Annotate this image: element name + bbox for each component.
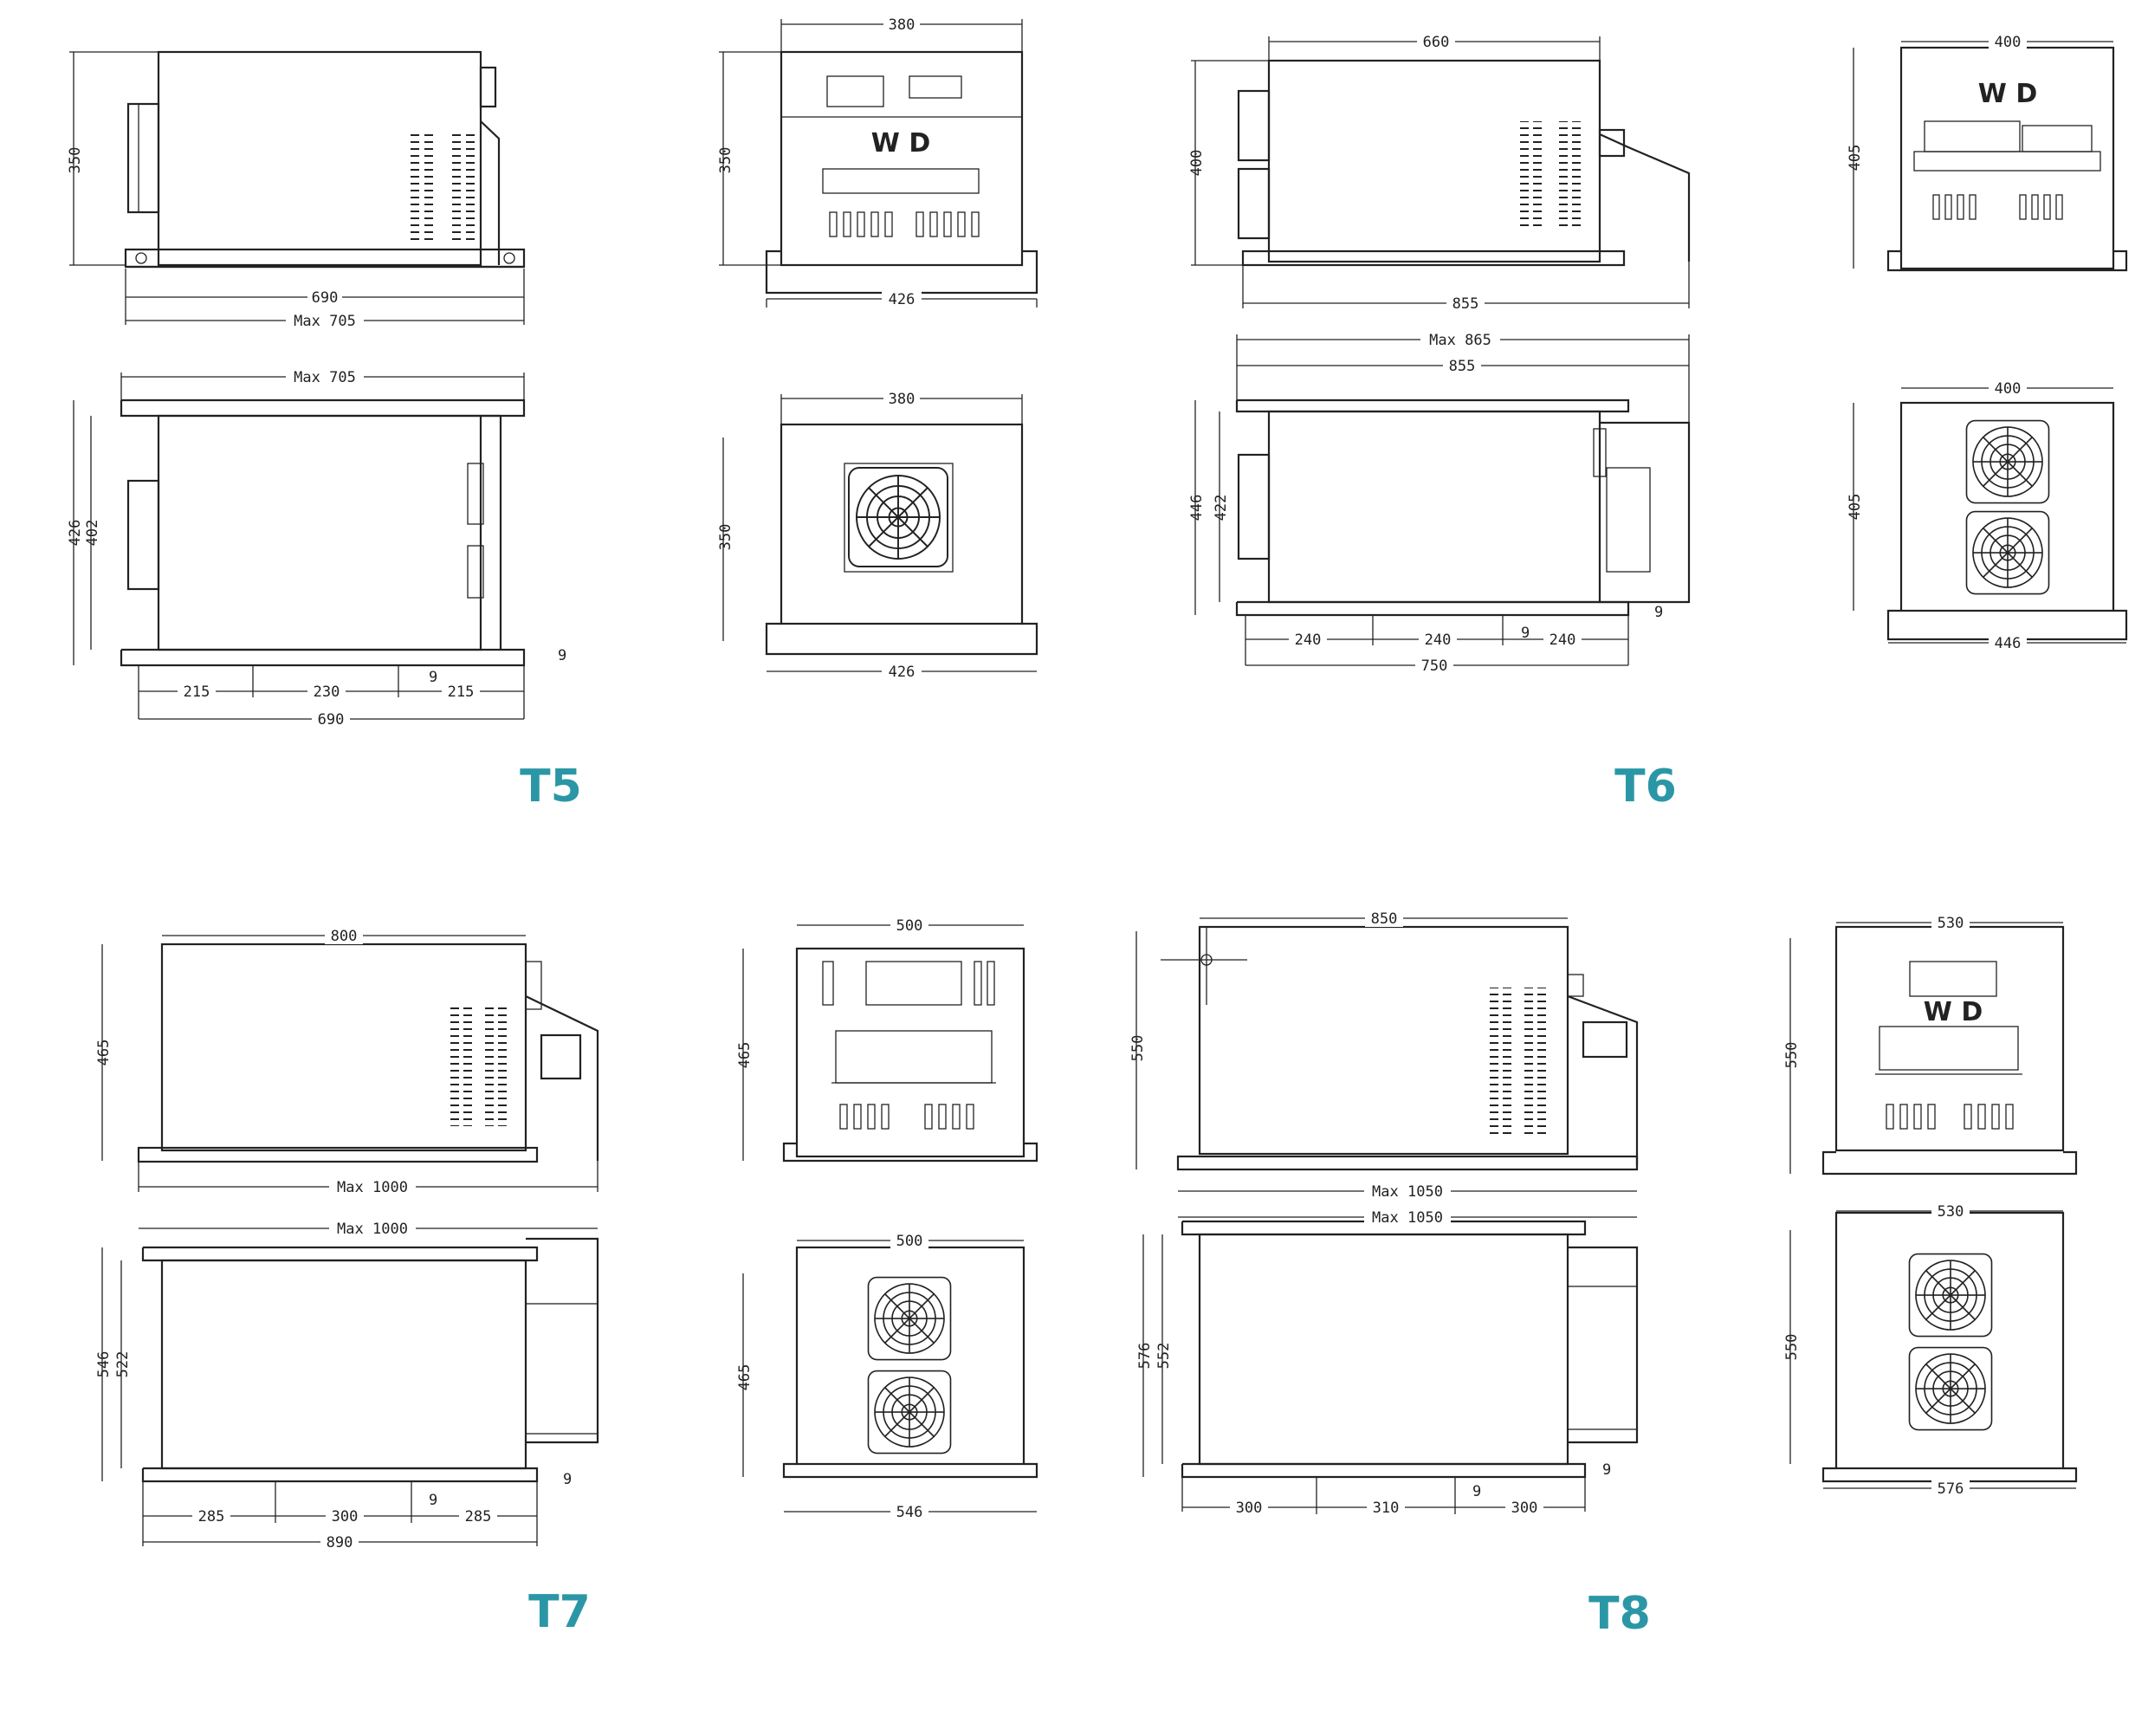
t5-top-hole: 9 (429, 669, 437, 686)
t6-top-base: 750 (1421, 657, 1448, 675)
t7-rear-base-width: 546 (896, 1504, 923, 1521)
t7-top-view: Max 1000 546 522 285 300 285 9 9 890 (95, 1220, 599, 1551)
t6-rear-base-width: 446 (1995, 635, 2022, 652)
t7-top-outer-height: 546 (95, 1351, 113, 1378)
t7-front-view: 500 465 (736, 917, 1038, 1163)
t6-front-view: W D 400 405 (1847, 33, 2128, 272)
t7-top-foot: 9 (563, 1471, 572, 1488)
t7-top-inner-height: 522 (114, 1351, 132, 1378)
t8-rear-base-width: 576 (1938, 1480, 1964, 1498)
t5-top-foot: 9 (558, 647, 566, 664)
t5-side-max-width: Max 705 (294, 313, 356, 330)
t6-top-max-width: Max 865 (1429, 332, 1491, 349)
t5-top-view: Max 705 426 402 215 230 215 9 9 690 (67, 368, 566, 729)
t7-front-width: 500 (896, 917, 923, 935)
t8-side-max-width: Max 1050 (1372, 1183, 1443, 1201)
t5-front-base-width: 426 (889, 291, 915, 308)
t8-model-label: T8 (1588, 1588, 1651, 1640)
t5-rear-view: 380 350 426 (717, 390, 1038, 681)
t8-side-width: 850 (1371, 910, 1398, 928)
t8-rear-view: 530 550 576 (1783, 1202, 2078, 1498)
t5-front-view: W D 380 350 426 (717, 16, 1038, 308)
t5-rear-height: 350 (717, 524, 734, 551)
t6-top-seg-mid: 240 (1425, 632, 1452, 649)
t8-side-height: 550 (1129, 1035, 1147, 1062)
t8-top-seg-right: 300 (1511, 1500, 1538, 1517)
t5-top-seg-mid: 230 (314, 683, 340, 701)
t5-top-inner-height: 402 (84, 520, 101, 547)
t6-top-seg-left: 240 (1295, 632, 1322, 649)
t8-top-hole: 9 (1472, 1483, 1481, 1500)
t5-top-outer-height: 426 (67, 520, 84, 547)
t8-front-width: 530 (1938, 915, 1964, 932)
t6-rear-height: 405 (1847, 494, 1864, 521)
t8-front-view: W D 530 550 (1783, 914, 2078, 1176)
t8-top-foot: 9 (1602, 1461, 1611, 1479)
t8-front-height: 550 (1783, 1042, 1801, 1069)
t8-top-outer-height: 576 (1136, 1343, 1154, 1370)
t6-side-width: 660 (1423, 34, 1450, 51)
t6-rear-width: 400 (1995, 380, 2022, 398)
t7-top-base: 890 (327, 1534, 353, 1551)
t5-top-seg-right: 215 (448, 683, 475, 701)
t7-rear-width: 500 (896, 1233, 923, 1250)
t5-top-seg-left: 215 (184, 683, 210, 701)
t7-front-height: 465 (736, 1042, 754, 1069)
t5-side-width: 690 (312, 289, 339, 307)
model-t5: 350 690 Max 705 W D 380 (67, 16, 1038, 813)
t6-side-height: 400 (1188, 150, 1206, 177)
t8-top-seg-mid: 310 (1373, 1500, 1400, 1517)
t6-rear-view: 400 405 446 (1847, 379, 2128, 652)
t6-side-base: 855 (1452, 295, 1479, 313)
t7-side-height: 465 (95, 1040, 113, 1066)
t5-front-height: 350 (717, 147, 734, 174)
t8-top-view: Max 1050 576 552 300 310 300 9 9 (1136, 1208, 1639, 1517)
t7-top-seg-left: 285 (198, 1508, 225, 1525)
t6-front-width: 400 (1995, 34, 2022, 51)
t7-rear-height: 465 (736, 1364, 754, 1391)
t6-top-outer-height: 446 (1188, 495, 1206, 521)
model-t6: 660 400 855 W D 400 40 (1188, 33, 2128, 813)
t8-front-logo: W D (1924, 997, 1983, 1027)
t5-rear-base-width: 426 (889, 664, 915, 681)
t5-front-width: 380 (889, 16, 915, 34)
t5-rear-width: 380 (889, 391, 915, 408)
t5-side-view: 350 690 Max 705 (67, 50, 526, 330)
model-t7: 800 465 Max 1000 500 (95, 917, 1038, 1638)
t5-model-label: T5 (520, 761, 582, 813)
t6-front-height: 405 (1847, 145, 1864, 172)
t6-side-view: 660 400 855 (1188, 33, 1691, 313)
t5-front-logo: W D (871, 128, 930, 159)
t5-side-height: 350 (67, 147, 84, 174)
t6-top-seg-right: 240 (1550, 632, 1576, 649)
t7-rear-view: 500 465 546 (736, 1232, 1038, 1521)
t6-top-view: Max 865 855 446 422 240 240 240 9 9 750 (1188, 331, 1691, 675)
t7-side-view: 800 465 Max 1000 (95, 927, 599, 1196)
t5-top-max-width: Max 705 (294, 369, 356, 386)
t8-rear-width: 530 (1938, 1203, 1964, 1221)
t8-rear-height: 550 (1783, 1334, 1801, 1361)
t8-top-inner-height: 552 (1155, 1343, 1173, 1370)
t5-top-base: 690 (318, 711, 345, 729)
t7-side-width: 800 (331, 928, 358, 945)
t7-top-hole: 9 (429, 1492, 437, 1509)
t6-model-label: T6 (1614, 761, 1677, 813)
t6-front-logo: W D (1978, 79, 2037, 109)
t8-top-seg-left: 300 (1236, 1500, 1263, 1517)
t7-top-max-width: Max 1000 (337, 1221, 408, 1238)
t7-side-max-width: Max 1000 (337, 1179, 408, 1196)
t8-top-max-width: Max 1050 (1372, 1209, 1443, 1227)
t6-top-inner-height: 422 (1213, 495, 1230, 521)
model-t8: 850 550 Max 1050 W D 530 550 (1129, 910, 2078, 1640)
t6-top-foot: 9 (1654, 604, 1663, 621)
t7-model-label: T7 (528, 1586, 591, 1638)
t8-side-view: 850 550 Max 1050 (1129, 910, 1639, 1201)
t6-top-width: 855 (1449, 358, 1476, 375)
t6-top-hole: 9 (1521, 625, 1530, 642)
t7-top-seg-mid: 300 (332, 1508, 359, 1525)
t7-top-seg-right: 285 (465, 1508, 492, 1525)
